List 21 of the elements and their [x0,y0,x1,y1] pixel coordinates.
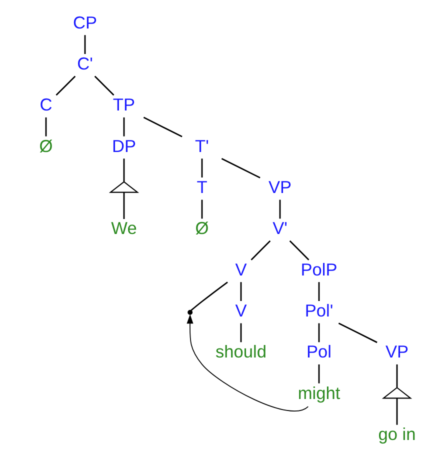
node-text: VP [384,341,408,362]
node-text: We [110,218,136,238]
node-text: DP [111,135,136,156]
node-text: CP [72,12,97,32]
node-text: should [214,341,266,362]
node-text: VP [268,176,292,196]
node-text: V' [272,218,287,238]
node-text: Pol' [304,300,333,320]
node-text: C' [76,52,92,73]
node-text: V [234,300,246,320]
node-text: C [39,94,52,114]
node-text: Ø [38,135,52,156]
node-text: TP [112,94,135,114]
node-text: might [297,382,340,402]
node-text: Ø [194,218,208,238]
node-text: V [234,258,246,279]
node-text: Pol [306,341,332,362]
node-text: PolP [300,258,337,279]
node-text: T [196,176,207,196]
node-text: T' [194,135,208,156]
node-text: go in [378,423,416,444]
